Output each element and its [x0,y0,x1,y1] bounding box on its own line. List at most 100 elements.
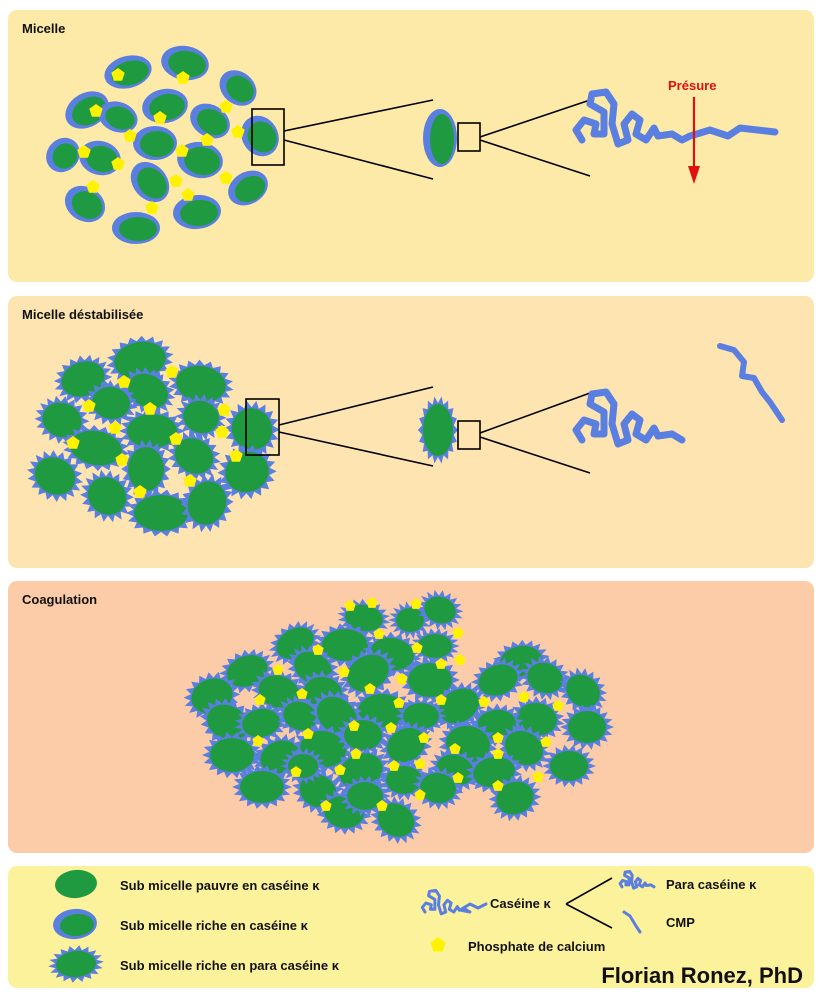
sub-micelle-core [168,50,206,78]
phosphate-pentagon [165,365,179,378]
sub-micelle-core [322,629,368,661]
phosphate-pentagon [449,743,461,754]
phosphate-pentagon [364,683,376,694]
phosphate-pentagon [219,100,233,113]
sub-micelle-para-rich [27,450,83,502]
zoom-line-upper-3 [278,386,434,426]
legend-para-casein-symbol [618,869,656,890]
phosphate-pentagon [183,474,197,487]
sub-micelle-core [496,781,534,815]
sub-micelle-core [527,662,563,694]
sub-micelle-para-rich [180,473,234,533]
sub-micelle-core [180,199,218,227]
sub-micelle-core [42,402,82,438]
sub-micelle-core [134,495,188,531]
phosphate-pentagon [410,598,422,609]
legend-panel [8,866,814,988]
phosphate-pentagon [115,453,129,466]
legend-rich-label: Sub micelle riche en caséine κ [120,918,308,933]
sub-micelle-para-rich [126,489,196,537]
phosphate-pentagon [418,732,430,743]
sub-micelle-core [92,386,130,420]
zoom-line-lower-4 [479,436,591,474]
sub-micelle-core [240,771,284,803]
sub-micelle-rich [65,91,109,129]
legend-branch-lower [565,903,613,929]
sub-micelle-rich [130,161,170,203]
sub-micelle-para-rich [202,731,262,779]
sub-micelle-rich [241,115,279,157]
phosphate-pentagon [452,627,464,638]
phosphate-pentagon [532,771,544,782]
phosphate-pentagon [454,654,466,665]
sub-micelle-core [283,701,317,731]
phosphate-pentagon [373,628,385,639]
sub-micelle-rich [228,170,268,206]
sub-micelle-core [478,664,518,696]
sub-micelle-para-rich [168,359,234,409]
micelle-zoom-lines [251,88,779,184]
legend-cmp-label: CMP [666,915,695,930]
sub-micelle-rich [64,185,106,223]
phosphate-pentagon [77,145,91,158]
sub-micelle-para-rich [167,431,221,481]
sub-micelle-para-rich [175,393,227,441]
phosphate-pentagon [215,425,229,438]
sub-micelle-core [176,365,226,403]
phosphate-pentagon [344,600,356,611]
zoom-line-lower-2 [479,139,591,177]
presure-arrowhead [688,166,700,184]
sub-micelle-para-rich [119,408,185,454]
legend-phosphate-label: Phosphate de calcium [468,939,606,954]
sub-micelle-core [566,674,600,708]
sub-micelle-core [70,430,122,466]
sub-micelle-core [234,175,266,203]
phosphate-pentagon [540,736,552,747]
legend-para-rich-label: Sub micelle riche en para caséine κ [120,958,339,973]
sub-micelle-core [430,114,454,164]
sub-micelle-core [196,108,228,136]
legend-poor-submicelle [55,869,97,899]
sub-micelle-para-rich [558,667,608,715]
sub-micelle-rich [133,126,177,160]
zoom-box-submicelle [457,122,481,152]
intact-micelle [46,45,279,244]
legend-symbols [48,869,656,983]
sub-micelle-core [403,703,439,729]
sub-micelle-core [72,96,106,126]
phosphate-pentagon [296,688,308,699]
sub-micelle-rich [161,45,209,81]
zoom-line-upper-2 [479,99,591,138]
sub-micelle-core [105,106,135,130]
zoom-line-upper-4 [479,392,591,434]
phosphate-pentagon [117,375,131,388]
sub-micelle-core [128,373,168,409]
sub-micelle-rich [53,908,97,940]
destabilized-zoom-lines [245,343,785,474]
sub-micelle-core [184,146,220,176]
sub-micelle-core [140,131,174,157]
sub-micelle-core [242,708,280,738]
phosphate-pentagon [411,642,423,653]
phosphate-pentagon [492,780,504,791]
sub-micelle-core [183,400,219,434]
sub-micelle-core [86,145,118,173]
sub-micelle-para-rich [234,702,288,744]
phosphate-pentagon [452,772,464,783]
zoom-line-lower-3 [278,431,434,467]
sub-micelle-core [347,654,389,692]
sub-micelle-para-rich [470,657,526,703]
sub-micelle-core [61,361,105,397]
phosphate-pentagon [376,800,388,811]
sub-micelle-para-rich [410,628,460,664]
phosphate-pentagon [145,201,159,214]
phosphate-pentagon [111,157,125,170]
phosphate-pentagon [320,800,332,811]
sub-micelle-core [60,913,94,937]
micelle-panel-title: Micelle [22,21,66,36]
sub-micelle-core [52,143,78,169]
legend-para-casein-label: Para caséine κ [666,877,757,892]
phosphate-pentagon [272,664,284,675]
destabilized-micelle [27,335,280,537]
